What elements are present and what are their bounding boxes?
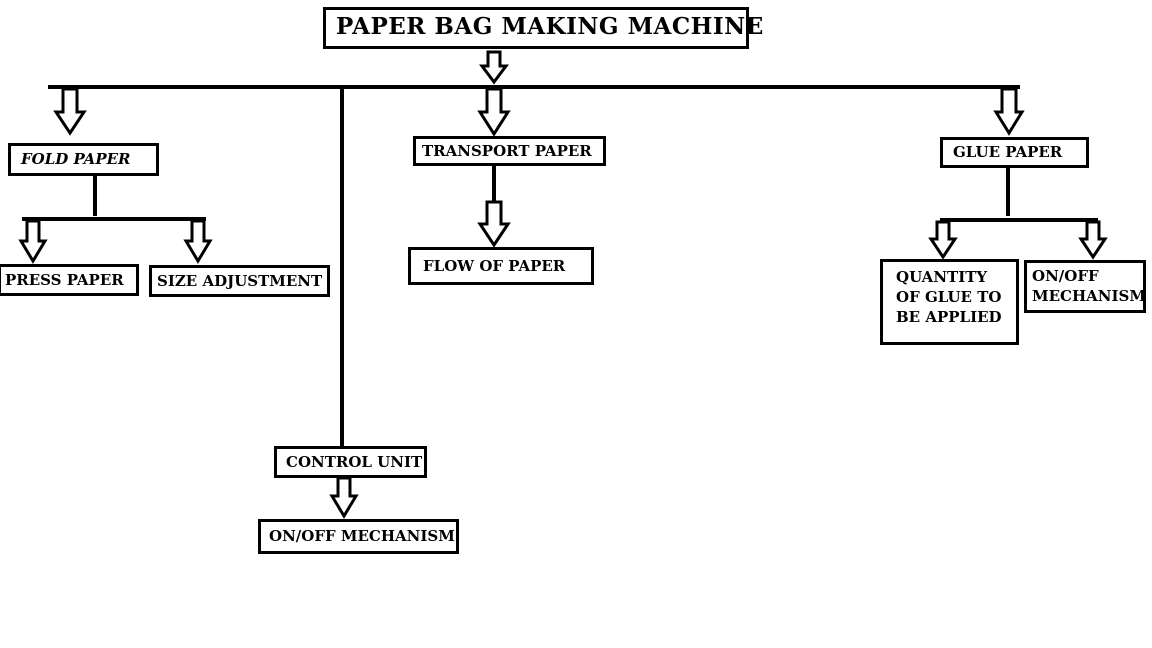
quantity-of-glue-box: QUANTITY OF GLUE TO BE APPLIED: [880, 259, 1019, 345]
title-down-arrow: [479, 50, 509, 85]
quantity-of-glue-arrow: [928, 220, 958, 260]
flow-of-paper-arrow: [477, 200, 511, 248]
control-on-off-box: ON/OFF MECHANISM: [258, 519, 459, 554]
glue-paper-arrow: [993, 87, 1025, 136]
fold-paper-arrow: [53, 87, 87, 136]
transport-paper-arrow: [477, 87, 511, 137]
glue-on-off-arrow: [1078, 220, 1108, 260]
press-paper-arrow: [18, 219, 48, 264]
control-unit-arrow: [329, 476, 359, 519]
control-unit-box: CONTROL UNIT: [274, 446, 427, 478]
size-adjustment-box: SIZE ADJUSTMENT: [149, 265, 330, 297]
flow-of-paper-box: FLOW OF PAPER: [408, 247, 594, 285]
glue-paper-box: GLUE PAPER: [940, 137, 1089, 168]
title-box: PAPER BAG MAKING MACHINE: [323, 7, 763, 49]
press-paper-box: PRESS PAPER: [0, 264, 139, 296]
size-adjustment-arrow: [183, 219, 213, 264]
glue-on-off-box: ON/OFF MECHANISM: [1024, 260, 1146, 313]
fold-paper-box: FOLD PAPER: [8, 143, 159, 176]
transport-paper-box: TRANSPORT PAPER: [413, 136, 606, 166]
